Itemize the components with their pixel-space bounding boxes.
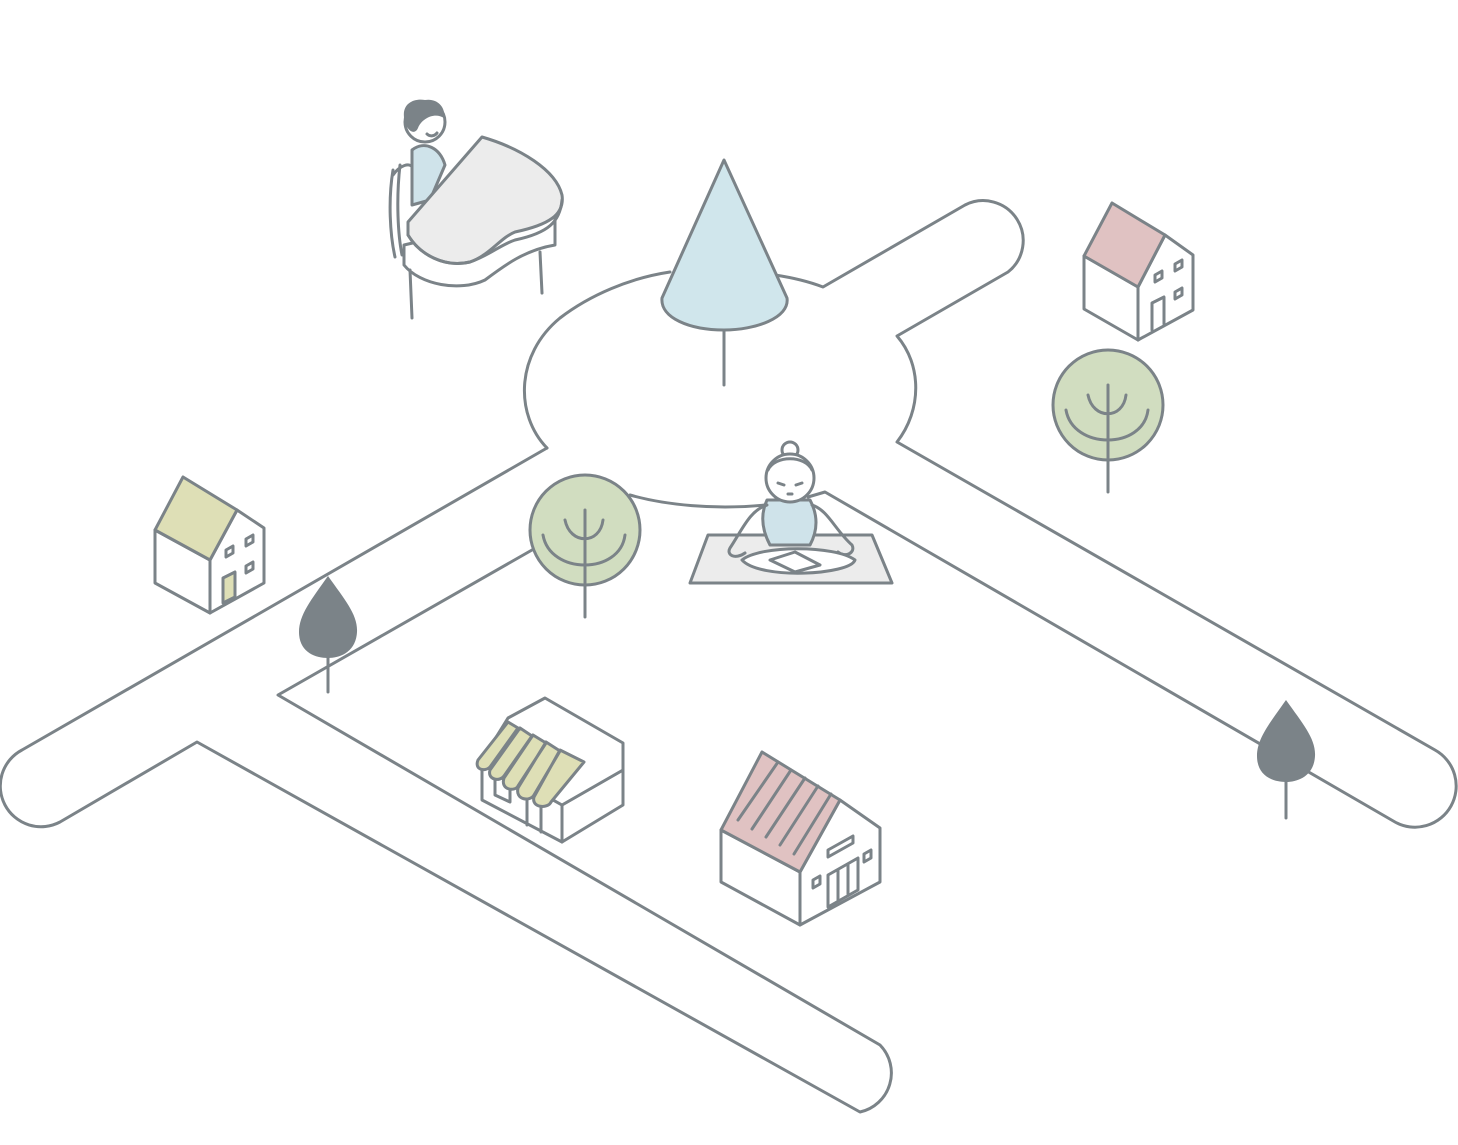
pianist — [388, 99, 564, 320]
house-yellow-roof — [153, 475, 266, 615]
house-striped-roof — [719, 750, 882, 927]
reader — [688, 440, 894, 585]
road-left-upper-edge — [0, 446, 893, 1114]
dark-tree — [299, 576, 358, 694]
shop — [475, 696, 625, 844]
plaza-outline — [522, 199, 1458, 829]
cone-tree — [660, 158, 789, 387]
roads — [0, 199, 1458, 1114]
house-pink-roof — [1082, 201, 1195, 342]
dark-tree — [1257, 700, 1316, 820]
round-tree — [1051, 348, 1165, 494]
round-tree — [528, 473, 642, 619]
